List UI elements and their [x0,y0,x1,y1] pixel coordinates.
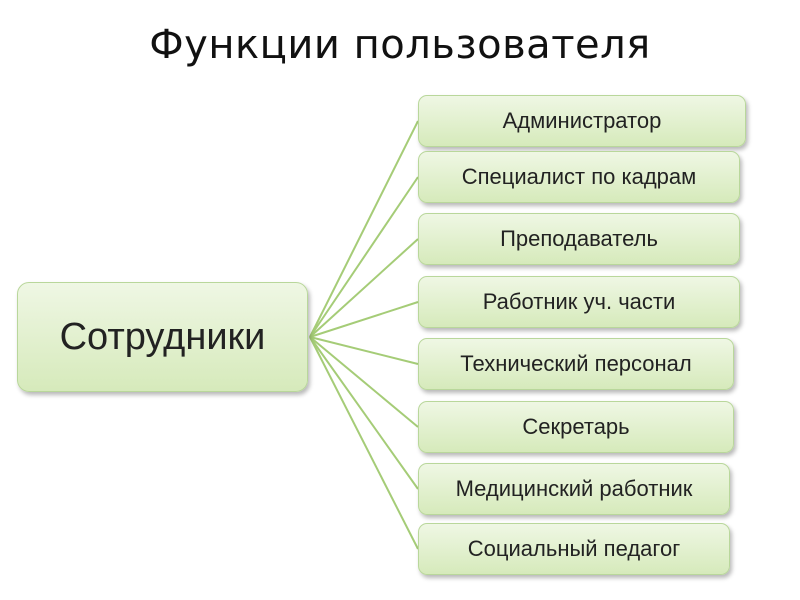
page-title: Функции пользователя [149,22,651,68]
connector-line [309,176,419,338]
connector-line [309,301,419,338]
child-node-technical-staff: Технический персонал [418,338,734,390]
child-node-secretary: Секретарь [418,401,734,453]
connector-line [309,336,419,490]
child-node-academic-office-worker: Работник уч. части [418,276,740,328]
connector-line [309,336,419,365]
child-node-hr-specialist: Специалист по кадрам [418,151,740,203]
child-node-social-pedagogue: Социальный педагог [418,523,730,575]
connector-line [309,336,419,428]
child-node-medical-worker: Медицинский работник [418,463,730,515]
child-node-administrator: Администратор [418,95,746,147]
connector-line [309,238,419,338]
connector-line [309,120,419,338]
root-node-employees: Сотрудники [17,282,308,392]
child-node-teacher: Преподаватель [418,213,740,265]
connector-line [309,336,419,550]
